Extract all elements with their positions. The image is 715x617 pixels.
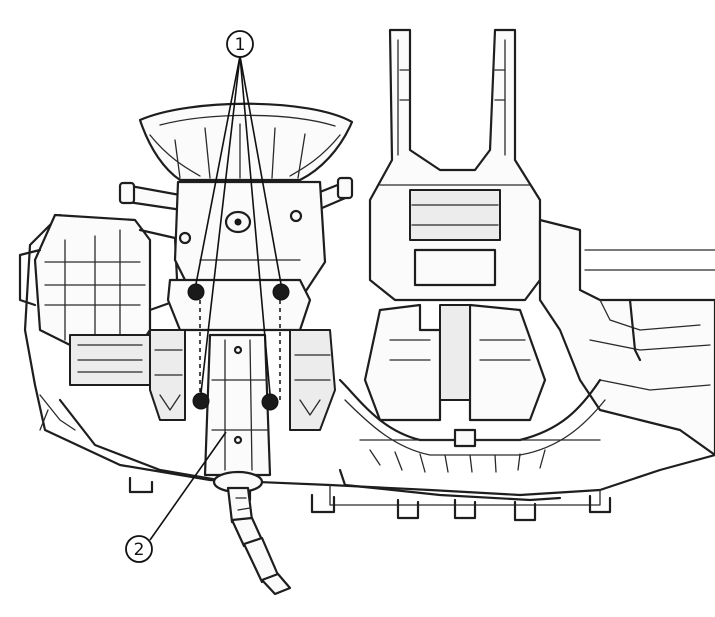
hvac-ducts [338,303,606,473]
callout-1: 1 [226,30,254,58]
intermediate-shaft [212,470,292,596]
callout-1-label: 1 [235,35,246,55]
leader-1-to-bolt-upper-left [195,55,241,285]
column-stalks [118,176,354,216]
bolt-lower-left [192,392,210,410]
bolt-lower-right [261,393,279,411]
callout-2: 2 [125,535,153,563]
callout-leaders [149,55,282,541]
right-dash-frame [538,218,715,457]
bolt-upper-left [187,283,205,301]
leader-1-to-bolt-lower-left [200,55,241,394]
leader-1-to-bolt-upper-right [239,55,282,285]
bolt-upper-right [272,283,290,301]
center-console [368,28,542,302]
callout-2-label: 2 [134,540,145,560]
left-dash-bracket [18,213,180,431]
leader-1-to-bolt-lower-right [239,55,271,395]
mounting-bolts [187,283,290,411]
leader-2-to-column [149,431,227,541]
steering-wheel-hub [138,102,354,182]
